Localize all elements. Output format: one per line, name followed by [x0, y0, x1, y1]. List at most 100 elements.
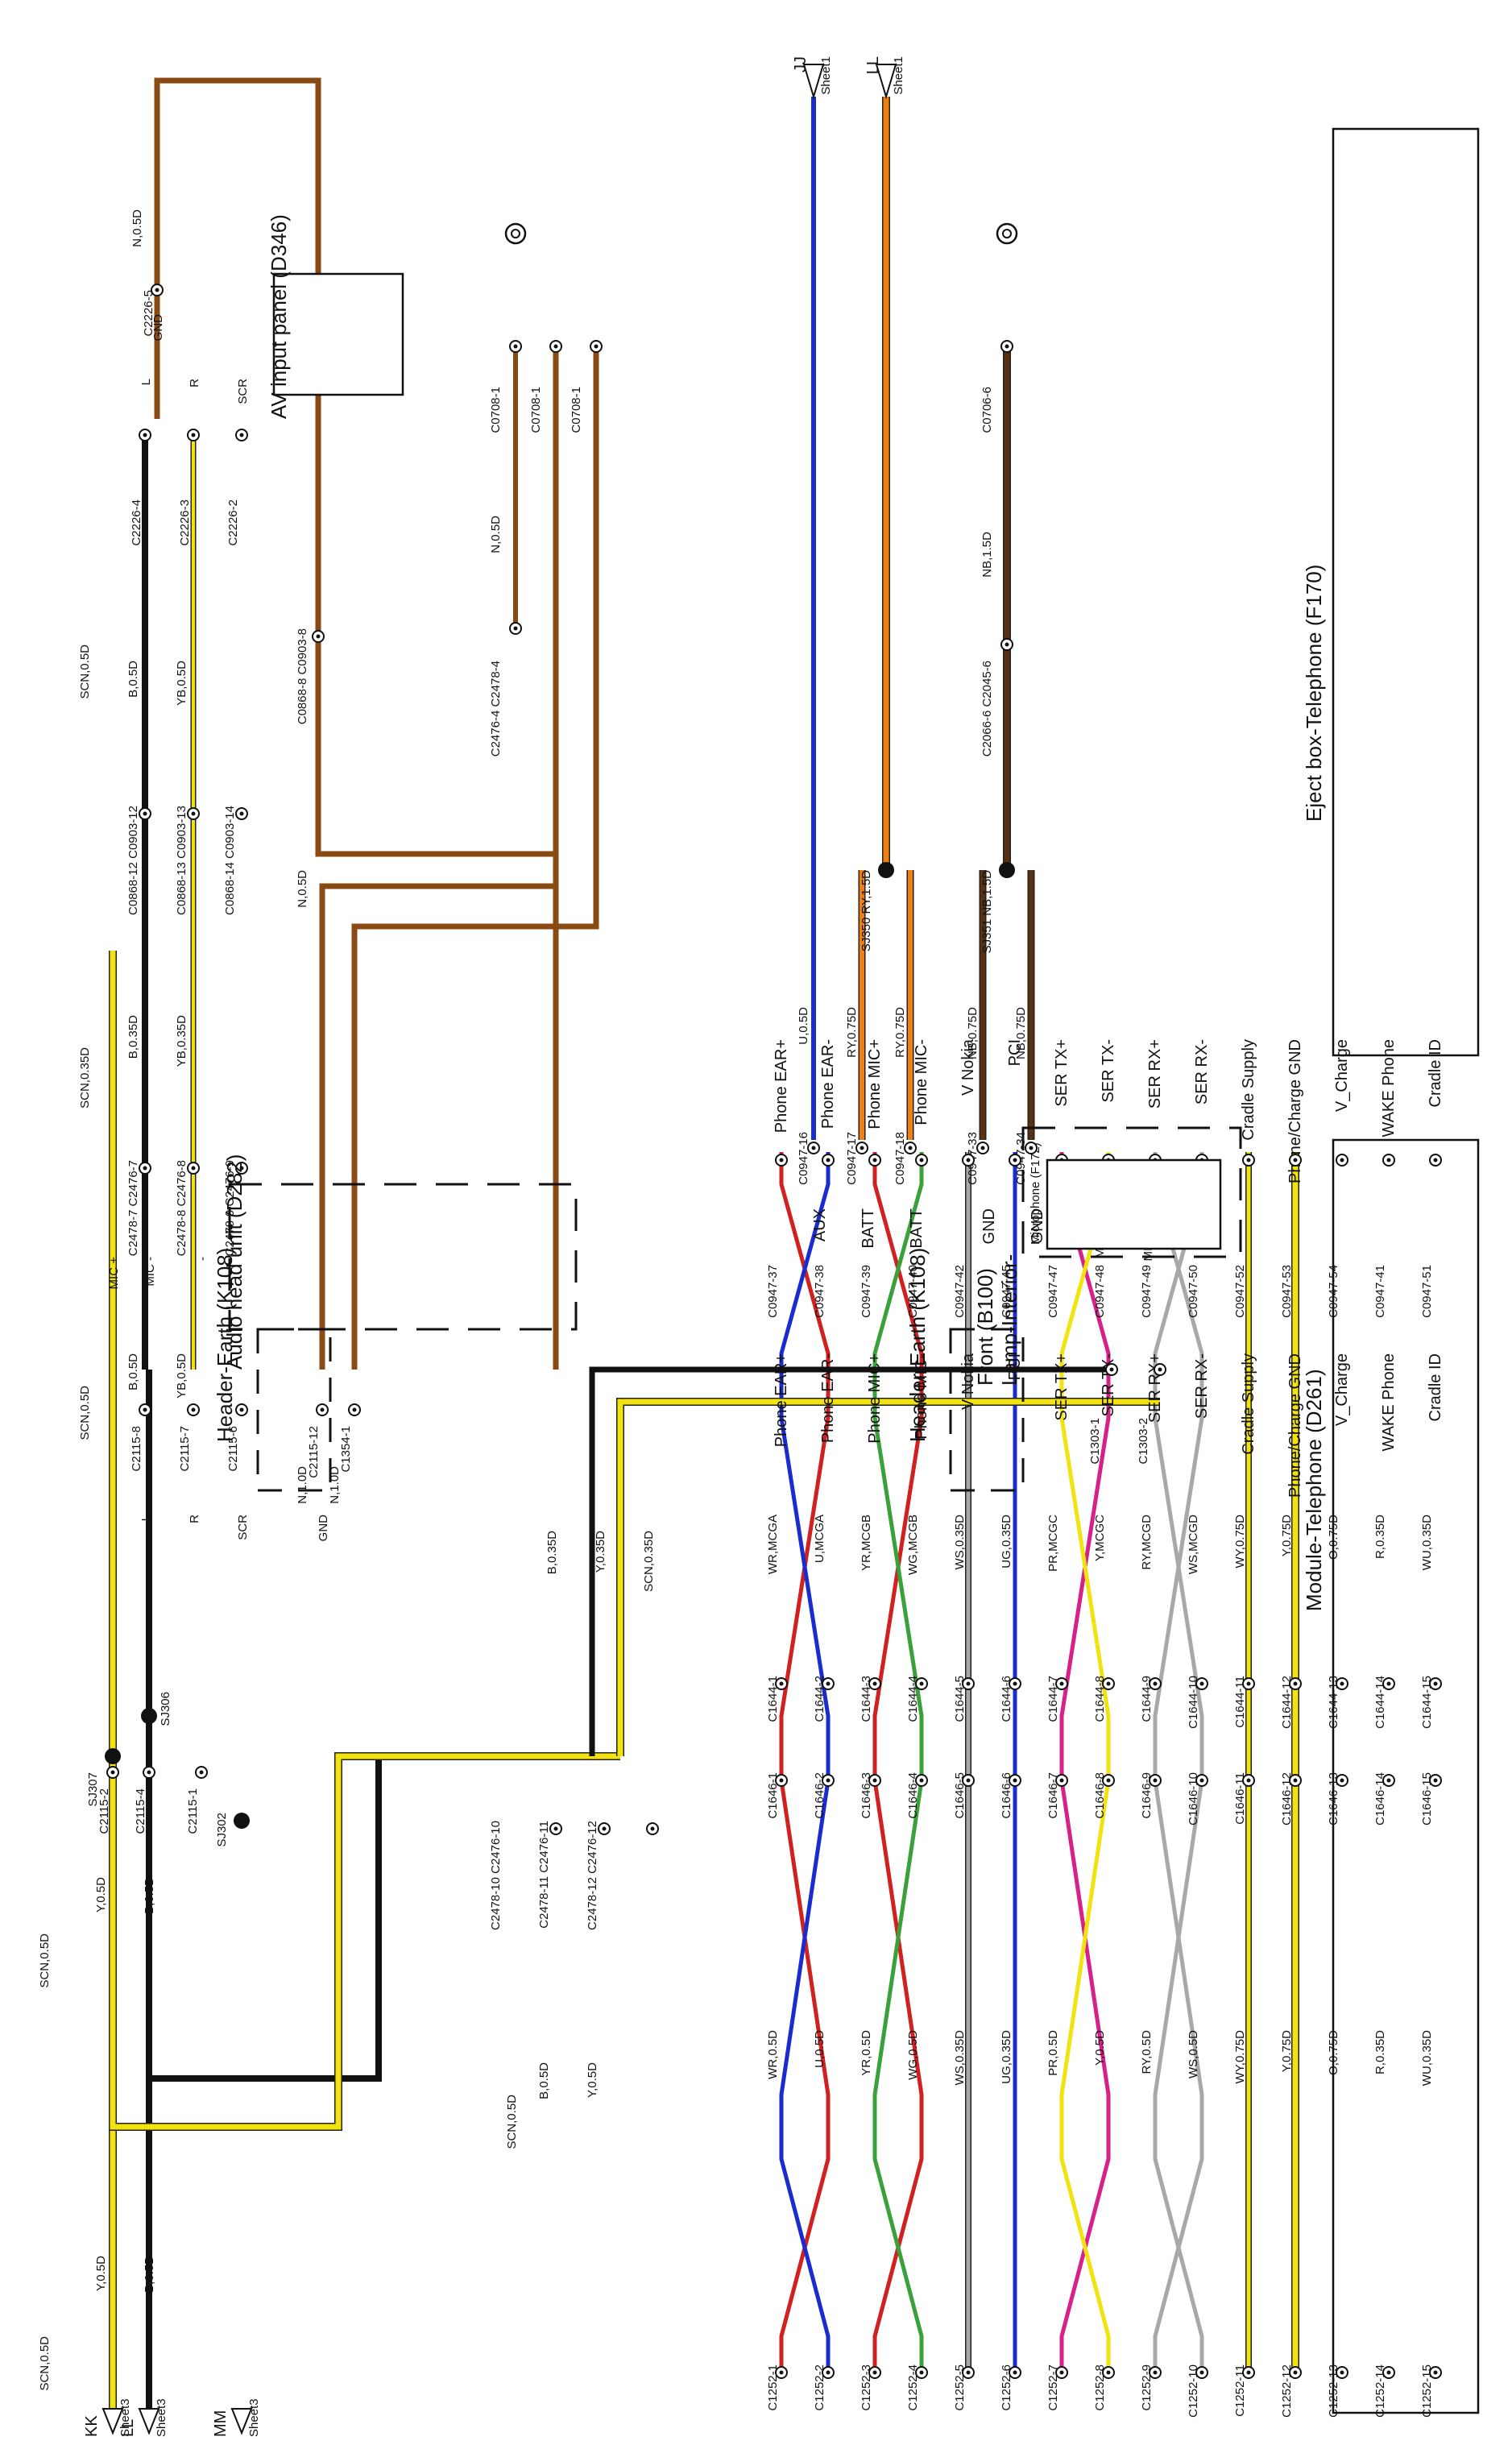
- seg-c-1: B,0.5D: [126, 661, 140, 698]
- module-pin-1: Phone EAR+: [773, 1353, 790, 1447]
- c0868-ring-3: [235, 807, 248, 820]
- pair-0-b-0: [779, 2127, 831, 2368]
- module-top-ring-4: [976, 1142, 989, 1154]
- lamp-ring-2: [1154, 1363, 1166, 1376]
- c0868-ring-1: [139, 807, 151, 820]
- c1644-ring-7: [1055, 1677, 1068, 1690]
- seg-b-2: B,0.5D: [143, 1877, 156, 1914]
- c1646-ring-2: [822, 1774, 835, 1787]
- phone-left-wire-1: WR,0.5D: [766, 2030, 780, 2079]
- eject-ring-6: [1009, 2366, 1021, 2379]
- eject-pin-7: SER TX+: [1053, 1039, 1071, 1107]
- module-top-wire-2: RY,0.75D: [845, 1007, 859, 1058]
- microphone-box: [1046, 1158, 1222, 1250]
- module-pin-10: SER RX-: [1193, 1353, 1211, 1419]
- av-pin-1: L: [139, 379, 153, 385]
- eject-conn-14: C1252-14: [1373, 2364, 1387, 2418]
- c1644-12: C1644-12: [1280, 1676, 1294, 1729]
- eject-ring-1: [775, 2366, 788, 2379]
- c0868-3: C0868-14 C0903-14: [223, 806, 237, 915]
- seg-d-2: YB,0.35D: [175, 1015, 188, 1067]
- c1644-15: C1644-15: [1420, 1676, 1434, 1729]
- hu-ring-2: [143, 1766, 155, 1779]
- c2478-bot-3: C2478-12 C2476-12: [586, 1821, 599, 1930]
- eject-pin-12: Phone/Charge GND: [1286, 1039, 1304, 1183]
- mod-conn-3: C0947-39: [860, 1265, 873, 1318]
- pair-0-b-1: [779, 1748, 831, 2127]
- mic-plus-line: [617, 1399, 1160, 1756]
- wires-layer: [109, 77, 1438, 2409]
- seg-f-1: B,0.5D: [537, 2062, 551, 2099]
- av-pin-3: R: [188, 379, 201, 387]
- eject-ring-3: [868, 2366, 881, 2379]
- pair-3-b-1: [1153, 1748, 1204, 2127]
- c1644-ring-10: [1195, 1677, 1208, 1690]
- hu-ring-3: [195, 1766, 208, 1779]
- left-sheet-arrow-1: [101, 2408, 124, 2435]
- eject-pin-9: SER RX+: [1146, 1039, 1164, 1109]
- c2478-bot-ring-3: [646, 1822, 659, 1835]
- module-pin-8: SER TX-: [1100, 1353, 1117, 1417]
- header-earth-1-box: [256, 1328, 332, 1492]
- sj306-label: SJ306: [159, 1692, 172, 1726]
- c2478-bot-2: C2478-11 C2476-11: [537, 1821, 551, 1929]
- av-gnd-label: N,0.5D: [130, 209, 144, 247]
- audio-head-unit-title: Audio head unit (D282): [222, 1154, 246, 1370]
- module-pin-2: Phone EAR-: [819, 1353, 837, 1443]
- seg-g-2: Y,0.35D: [594, 1531, 607, 1573]
- phone-right-wire-4: WG,MCGB: [906, 1515, 920, 1575]
- screen-label-6: SCN,0.5D: [505, 2095, 519, 2149]
- phone-left-wire-11: WY,0.75D: [1233, 2030, 1247, 2084]
- phone-right-wire-12: Y,0.75D: [1280, 1515, 1294, 1556]
- gnd-feed-2-label: NB,1.5D: [980, 532, 994, 578]
- c2066-label: C2066-6 C2045-6: [980, 661, 994, 756]
- module-top-wire-1: U,0.5D: [797, 1007, 810, 1045]
- eject-ring-2: [822, 2366, 835, 2379]
- c1644-ring-2: [822, 1677, 835, 1690]
- eject-pin-14: WAKE Phone: [1380, 1039, 1398, 1138]
- mod-ring-4: [915, 1154, 928, 1167]
- mod-ring-11: [1242, 1154, 1255, 1167]
- lamp-sub: Microphone (F172): [1029, 1142, 1042, 1245]
- av-gnd-brown: [154, 77, 559, 1370]
- phone-left-wire-2: U,0.5D: [813, 2030, 826, 2068]
- phone-right-wire-6: UG,0.35D: [1000, 1515, 1013, 1569]
- av-input-panel-title: AV input panel (D346): [267, 214, 291, 419]
- c1646-14: C1646-14: [1373, 1772, 1387, 1826]
- c1646-15: C1646-15: [1420, 1772, 1434, 1826]
- eject-box: Eject box-Telephone (F170): [1302, 127, 1480, 1057]
- module-top-wire-5: NB,0.75D: [1014, 1007, 1028, 1059]
- phone-left-wire-15: WU,0.35D: [1420, 2030, 1434, 2086]
- c1644-ring-1: [775, 1677, 788, 1690]
- module-gnd-2: GND: [1029, 1208, 1046, 1244]
- seg-f-2: Y,0.5D: [586, 2062, 599, 2098]
- eject-pin-13: V_Charge: [1333, 1039, 1351, 1112]
- module-telephone: Module-Telephone (D261): [1302, 1138, 1480, 2414]
- c1646-ring-3: [868, 1774, 881, 1787]
- av-ring-2: [187, 429, 200, 441]
- c0708-label-2: C0708-1: [529, 387, 543, 433]
- av-conn-2: C2226-3: [178, 499, 192, 546]
- hu-conn-3: C2115-1: [186, 1788, 200, 1834]
- pair-2-b-0: [1059, 2127, 1111, 2368]
- module-aux: AUX: [811, 1208, 829, 1241]
- phone-right-wire-13: O,0.75D: [1327, 1515, 1340, 1560]
- mod-ring-12: [1289, 1154, 1302, 1167]
- left-sheet-arrow-2: [138, 2408, 160, 2435]
- phone-left-wire-4: WG,0.5D: [906, 2030, 920, 2080]
- mod-ring-6: [1009, 1154, 1021, 1167]
- pair-1-b-1: [872, 1748, 924, 2127]
- black-mic-link: [146, 1716, 592, 2082]
- pair-3-b-0: [1153, 2127, 1204, 2368]
- module-top-wire-4: NB,0.75D: [966, 1007, 980, 1059]
- eject-ring-9: [1149, 2366, 1162, 2379]
- c0868-8-ring: [312, 630, 325, 643]
- hu-pin-1: MIC +: [107, 1257, 121, 1290]
- seg-e-2: YB,0.5D: [175, 1353, 188, 1399]
- left-sheet-sheet-3: Sheet3: [247, 2398, 261, 2437]
- c2478-top-ring-3: [235, 1162, 248, 1175]
- hu-pin-3: -: [196, 1257, 209, 1261]
- lamp-box: [1021, 1126, 1242, 1258]
- module-top-conn-1: C0947-16: [797, 1132, 810, 1185]
- lamp-conn-2: C1303-2: [1137, 1418, 1150, 1465]
